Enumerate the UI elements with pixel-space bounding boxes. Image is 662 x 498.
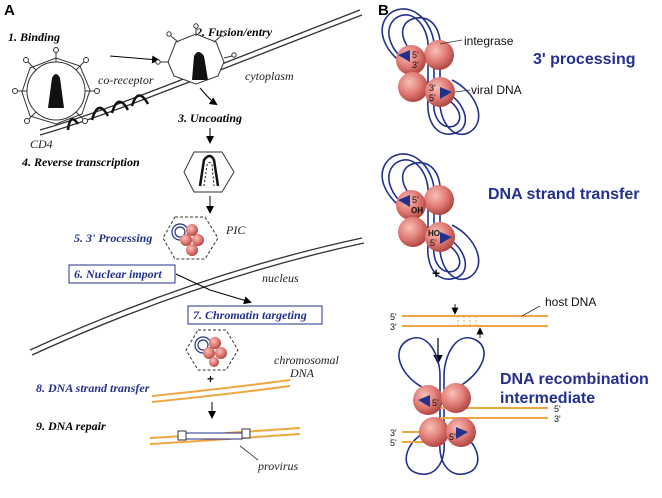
label-host-dna: host DNA [545,295,596,309]
receptor-loops [66,94,150,131]
reverse-transcription-complex-icon [183,151,235,193]
plus-sign-a: + [207,372,214,386]
step-chromatin-targeting: 7. Chromatin targeting [193,308,307,322]
step-3prime-processing: 5. 3' Processing [74,231,152,245]
label-pic: PIC [225,223,246,237]
label-integrase: integrase [464,34,514,48]
step-fusion: 2. Fusion/entry [195,25,273,39]
label-co-receptor: co-receptor [98,73,154,87]
panel-b-letter: B [378,2,389,19]
box-chromatin-targeting [187,305,323,325]
virion-binding-icon [12,47,100,125]
integrase-leader-line [439,39,463,45]
host-dna-leader-line [521,305,541,317]
label-cytoplasm: cytoplasm [245,69,294,83]
box-nuclear-import [68,264,176,284]
recomb-left-3: 3' [390,428,397,438]
provirus-integrated-dna [149,427,301,445]
title-dna-recombination: DNA recombination [500,371,649,388]
arrow-fusion-uncoating [199,87,218,106]
step-binding: 1. Binding [8,30,60,44]
recomb-end-5: 5' [432,398,439,408]
panel-a-letter: A [4,2,15,19]
end-oh-st: OH [411,206,423,215]
label-nucleus: nucleus [262,271,299,285]
step-nuclear-import: 6. Nuclear import [74,267,162,281]
end-ho-st: HO [428,229,440,238]
end-3-proc-left: 3' [412,60,419,70]
end-5-st-right: 5' [430,238,437,248]
end-5-st-left: 5' [412,195,419,205]
host-end-3: 3' [390,322,397,332]
label-provirus: provirus [257,459,299,473]
label-viral-dna: viral DNA [471,83,522,97]
pic-complex-icon [162,216,219,260]
chromosomal-dna-strands [151,379,291,403]
host-dna-strands [402,304,548,338]
title-3prime-processing: 3' processing [533,51,636,68]
step-dna-repair: 9. DNA repair [36,419,106,433]
recomb-right-3: 3' [554,414,561,424]
arrow-import-targeting [175,273,252,305]
label-dna: DNA [289,366,315,380]
virion-fusing-icon [155,23,237,85]
intasome-recombination: 5' 5' [398,337,548,475]
end-5-proc-left: 5' [412,50,419,60]
plus-sign-b: + [432,265,440,281]
end-3-proc-right: 3' [429,83,436,93]
step-strand-transfer: 8. DNA strand transfer [36,381,150,395]
intasome-processing: 5' 3' 3' 5' [381,8,480,135]
recomb-left-5: 5' [390,438,397,448]
provirus-leader-line [239,445,259,461]
end-5-proc-right: 5' [429,93,436,103]
label-cd4: CD4 [30,137,53,151]
title-intermediate: intermediate [500,390,595,407]
title-dna-strand-transfer: DNA strand transfer [488,186,639,203]
viral-dna-leader-line [454,89,471,93]
nuclear-membrane [29,237,365,356]
recomb-right-5: 5' [554,404,561,414]
step-reverse-transcription: 4. Reverse transcription [21,155,140,169]
intasome-strand-transfer: 5' OH HO 5' [381,153,480,280]
label-chromosomal: chromosomal [274,353,340,367]
arrow-binding-fusion [109,55,160,64]
recomb-end-5-b: 5' [449,432,456,442]
host-end-5: 5' [390,312,397,322]
step-uncoating: 3. Uncoating [177,111,242,125]
pic-nucleus-icon [185,329,239,371]
